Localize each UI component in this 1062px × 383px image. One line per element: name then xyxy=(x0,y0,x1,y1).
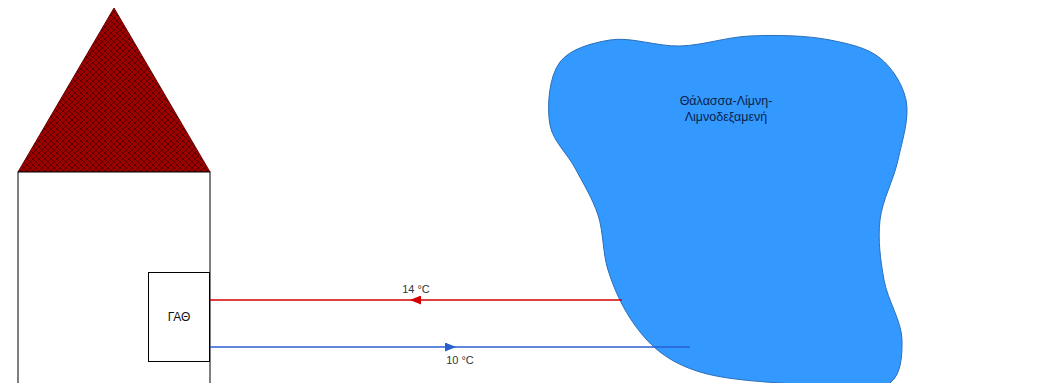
house-wall xyxy=(18,172,210,383)
roof xyxy=(18,8,210,172)
box-label: ΓΑΘ xyxy=(168,310,191,325)
temperature-label: 10 °C xyxy=(446,354,474,366)
pipe-arrow xyxy=(210,299,622,301)
water-body: Θάλασσα-Λίμνη- Λιμνοδεξαμενή xyxy=(545,36,907,383)
water-label: Θάλασσα-Λίμνη- Λιμνοδεξαμενή xyxy=(670,94,782,125)
water-shape xyxy=(549,35,907,383)
temperature-label: 14 °C xyxy=(402,283,430,295)
water-outline xyxy=(545,36,907,383)
heat-pump-box: ΓΑΘ xyxy=(148,272,210,362)
pipe-arrow xyxy=(210,346,690,348)
